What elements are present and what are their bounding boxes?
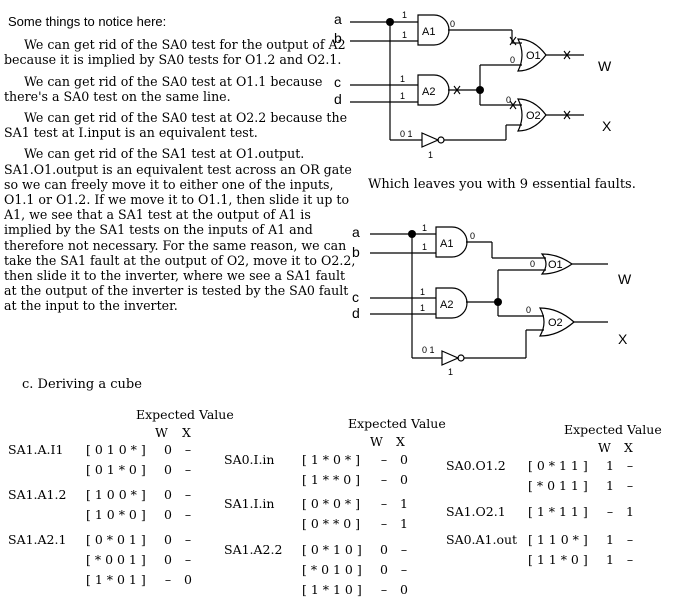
input-a-label: a	[334, 11, 342, 27]
gate-o2-label: O2	[526, 110, 541, 122]
table1-col-w: W	[155, 425, 168, 440]
table-row: [ * 0 0 1 ]0–	[86, 552, 192, 567]
table-row: SA1.A1.2[ 1 0 0 * ]0–	[8, 487, 192, 502]
table3-col-w: W	[598, 440, 611, 455]
bit-o2-in1-2: 0	[526, 305, 531, 315]
table-row: [ 1 * * 0 ]–0	[302, 472, 408, 487]
gate-o1-label: O1	[526, 50, 541, 62]
notes-heading: Some things to notice here:	[8, 14, 167, 29]
table2-col-w: W	[370, 434, 383, 449]
bit-c-in: 1	[400, 74, 405, 84]
note-paragraph-3: We can get rid of the SA0 test at O2.2 b…	[4, 110, 348, 141]
bit-a1-out: 0	[450, 19, 455, 29]
bit-inv-out-2: 1	[448, 367, 453, 377]
bit-d-in: 1	[400, 91, 405, 101]
bit-d-in-2: 1	[420, 303, 425, 313]
bit-inv-out: 1	[428, 150, 433, 160]
gate-a1-label-2: A1	[440, 238, 453, 250]
table2-col-x: X	[396, 434, 405, 449]
table-row: [ 1 0 * 0 ]0–	[86, 507, 192, 522]
bit-o1-in2-2: 0	[530, 259, 535, 269]
table-row: [ 1 * 1 0 ]–0	[302, 582, 408, 597]
table-row: [ * 0 1 0 ]0–	[302, 562, 408, 577]
output-x-label-2: X	[618, 331, 628, 347]
bit-a1-out-2: 0	[470, 231, 475, 241]
gate-a2-label-2: A2	[440, 299, 453, 311]
input-b-label: b	[334, 30, 342, 46]
bit-a-in-2: 1	[422, 223, 427, 233]
table1-header: Expected Value	[136, 407, 234, 422]
bit-inv-in: 0 1	[400, 129, 413, 139]
section-title: c. Deriving a cube	[22, 377, 142, 392]
table-row: SA1.A2.2[ 0 * 1 0 ]0–	[224, 542, 408, 557]
gate-a1-label: A1	[422, 26, 435, 38]
input-b-label-2: b	[352, 244, 360, 260]
table-row: [ 0 1 * 0 ]0–	[86, 462, 192, 477]
essential-faults-caption: Which leaves you with 9 essential faults…	[368, 177, 636, 192]
table-row: SA0.O1.2[ 0 * 1 1 ]1–	[446, 458, 634, 473]
table-row: SA1.O2.1[ 1 * 1 1 ]–1	[446, 504, 634, 519]
table-row: [ 1 1 * 0 ]1–	[528, 552, 634, 567]
bit-c-in-2: 1	[420, 287, 425, 297]
table-row: [ * 0 1 1 ]1–	[528, 478, 634, 493]
table-row: SA0.I.in[ 1 * 0 * ]–0	[224, 452, 408, 467]
table-row: SA1.A2.1[ 0 * 0 1 ]0–	[8, 532, 192, 547]
table3-header: Expected Value	[564, 422, 662, 437]
gate-o2-label-2: O2	[548, 317, 563, 329]
input-c-label: c	[334, 74, 341, 90]
bit-inv-in-2: 0 1	[422, 345, 435, 355]
notes-block: Some things to notice here: We can get r…	[4, 14, 356, 320]
table-row: SA1.I.in[ 0 * 0 * ]–1	[224, 496, 408, 511]
input-a-label-2: a	[352, 224, 360, 240]
table-row: [ 1 * 0 1 ]–0	[86, 572, 192, 587]
input-d-label: d	[334, 91, 342, 107]
output-x-label: X	[602, 118, 612, 134]
gate-a2-label: A2	[422, 86, 435, 98]
bit-a-in: 1	[402, 10, 407, 20]
circuit-diagram-faults: a b c d A1 A2 O1 O2 W X 1 1 0 1 1 0 0 0 …	[334, 10, 612, 160]
bit-o2-in1: 0	[506, 95, 511, 105]
input-d-label-2: d	[352, 305, 360, 321]
table3-col-x: X	[624, 440, 633, 455]
output-w-label-2: W	[618, 271, 632, 287]
circuit-diagram-essential: a b c d A1 A2 O1 O2 W X 1 1 0 1 1 0 0 0 …	[352, 223, 632, 377]
table-row: [ 0 * * 0 ]–1	[302, 516, 408, 531]
table-row: SA1.A.I1[ 0 1 0 * ]0–	[8, 442, 192, 457]
note-paragraph-1: We can get rid of the SA0 test for the o…	[4, 37, 346, 68]
bit-b-in: 1	[402, 30, 407, 40]
input-c-label-2: c	[352, 289, 359, 305]
gate-o1-label-2: O1	[548, 259, 563, 271]
note-paragraph-4: We can get rid of the SA1 test at O1.out…	[4, 146, 356, 314]
note-paragraph-2: We can get rid of the SA0 test at O1.1 b…	[4, 73, 323, 104]
bit-o1-in2: 0	[510, 55, 515, 65]
table1-col-x: X	[182, 425, 191, 440]
bit-b-in-2: 1	[422, 242, 427, 252]
table-row: SA0.A1.out[ 1 1 0 * ]1–	[446, 532, 634, 547]
table2-header: Expected Value	[348, 416, 446, 431]
output-w-label: W	[598, 58, 612, 74]
